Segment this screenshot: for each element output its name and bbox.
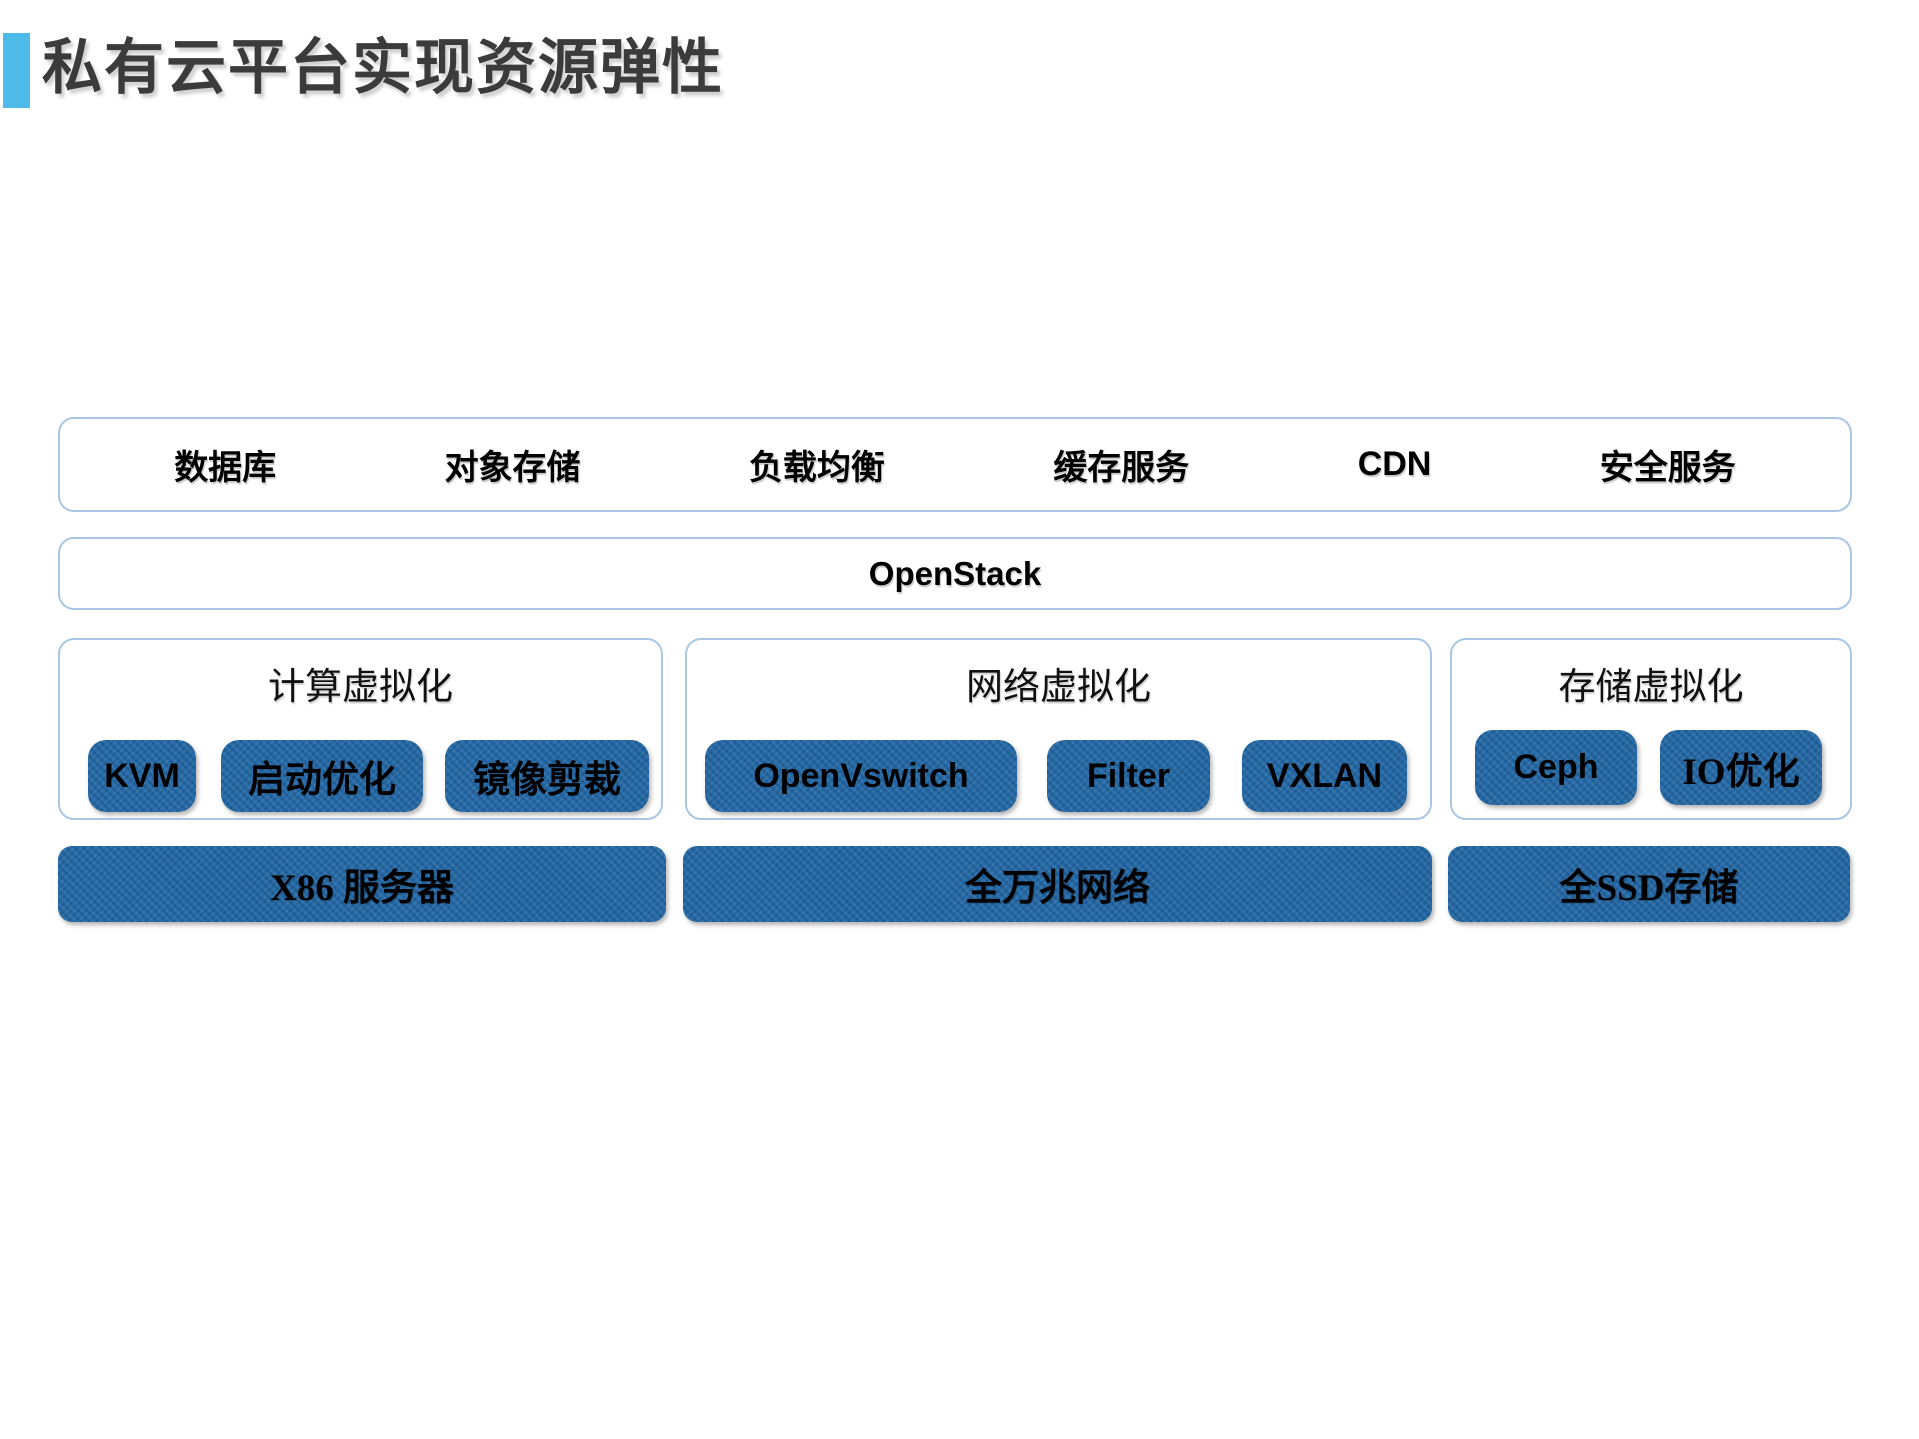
bar-x86-servers: X86 服务器: [58, 846, 666, 922]
button-io-optimization: IO优化: [1660, 730, 1822, 805]
button-boot-optimization: 启动优化: [221, 740, 423, 812]
bar-ssd-storage: 全SSD存储: [1448, 846, 1850, 922]
page-title: 私有云平台实现资源弹性: [42, 34, 724, 101]
column-storage-virtualization: 存储虚拟化 Ceph IO优化: [1450, 638, 1852, 820]
service-label-cdn: CDN: [1357, 445, 1432, 483]
button-ceph: Ceph: [1475, 730, 1637, 805]
button-kvm: KVM: [88, 740, 196, 812]
service-label-load-balancer: 负载均衡: [748, 449, 885, 487]
button-openvswitch: OpenVswitch: [705, 740, 1017, 812]
button-filter: Filter: [1047, 740, 1210, 812]
button-image-trimming: 镜像剪裁: [445, 740, 649, 812]
title-accent-bar: [3, 33, 30, 108]
service-label-security: 安全服务: [1599, 449, 1736, 487]
storage-virtualization-title: 存储虚拟化: [1558, 667, 1744, 708]
service-label-database: 数据库: [174, 449, 277, 487]
column-compute-virtualization: 计算虚拟化 KVM 启动优化 镜像剪裁: [58, 638, 663, 820]
openstack-label: OpenStack: [868, 554, 1042, 592]
openstack-box: OpenStack: [58, 537, 1852, 610]
button-vxlan: VXLAN: [1242, 740, 1407, 812]
services-box: 数据库 对象存储 负载均衡 缓存服务 CDN 安全服务: [58, 417, 1852, 512]
service-label-cache-service: 缓存服务: [1053, 449, 1190, 487]
bar-10g-network: 全万兆网络: [683, 846, 1432, 922]
network-virtualization-title: 网络虚拟化: [966, 667, 1151, 708]
service-label-object-storage: 对象存储: [444, 449, 581, 487]
compute-virtualization-title: 计算虚拟化: [268, 667, 453, 708]
column-network-virtualization: 网络虚拟化 OpenVswitch Filter VXLAN: [685, 638, 1432, 820]
